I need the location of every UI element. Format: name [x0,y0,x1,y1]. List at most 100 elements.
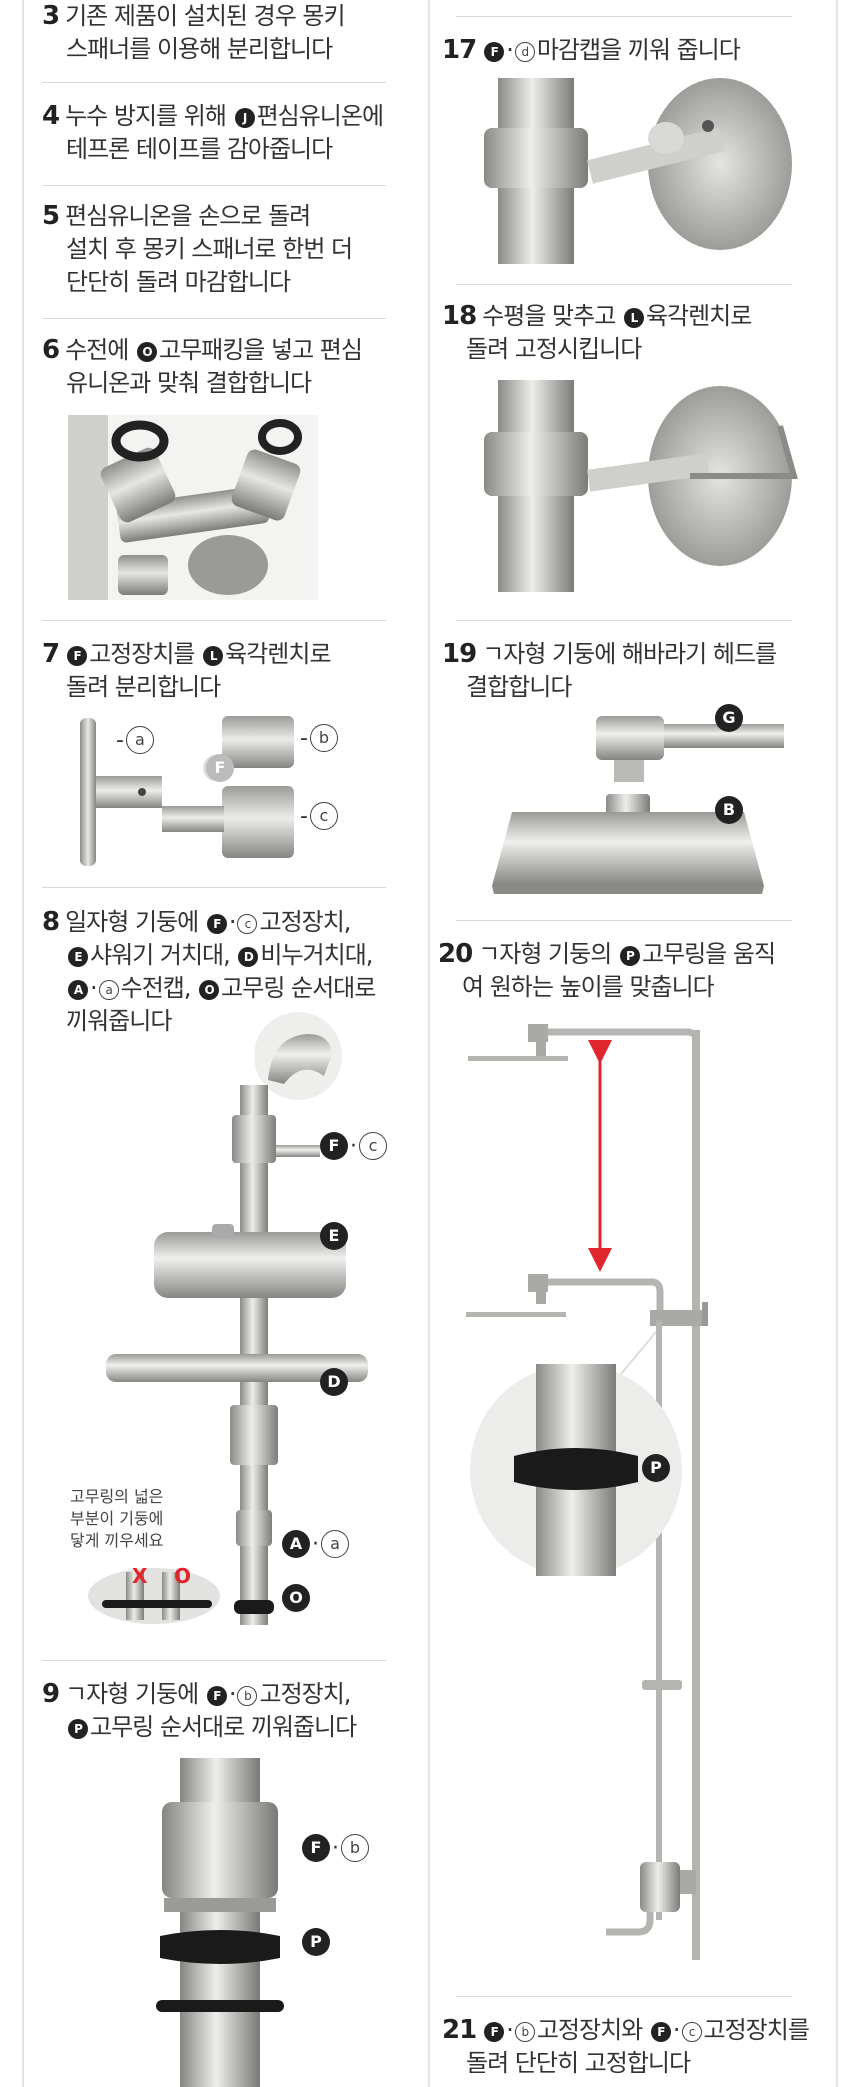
step-text: 비누거치대, [260,941,373,969]
wrong-mark: X [132,1564,148,1588]
badge-f: F [206,754,234,782]
step-number: 3 [42,1,60,31]
badge-f: F [650,2022,671,2042]
dot: · [312,1532,319,1557]
badge-o: O [199,980,220,1000]
note-text: 고무링의 넓은 [70,1487,164,1506]
step-text: ㄱ자형 기둥에 [65,1680,199,1708]
circled-b: b [514,2022,535,2042]
step-text: 돌려 고정시킵니다 [466,335,642,363]
step-text: 편심유니온에 [256,102,384,130]
divider [456,920,792,921]
label-d: D [318,1368,350,1396]
badge-l: L [203,646,224,666]
step-text: 누수 방지를 위해 [65,102,227,130]
step-text: 고무링 순서대로 [221,974,376,1002]
height-adjust-illustration [466,1024,708,1960]
step-text: 고정장치, [259,908,351,936]
circled-c: c [309,802,338,830]
step-text: 돌려 단단히 고정합니다 [466,2049,691,2077]
step-text: 고정장치를 [89,640,195,668]
step-text: 고정장치와 [536,2016,643,2044]
step-text: 수평을 맞추고 [482,302,616,330]
straight-pole-assembly-illustration [88,1012,368,1625]
dot: · [506,36,514,64]
badge-o: O [136,342,157,362]
divider [456,620,792,621]
label-f-b: F·b [300,1834,371,1862]
divider [42,185,386,186]
hex-wrench-fix-illustration [484,380,798,592]
badge-f: F [206,1686,227,1706]
label-f-c: F·c [318,1132,389,1160]
badge-p: P [642,1454,670,1482]
badge-a: A [282,1530,310,1558]
label-b: -b [300,724,340,752]
frame-left-border [22,0,24,2087]
badge-p: P [68,1719,88,1739]
divider [42,1660,386,1661]
label-e: E [318,1222,350,1250]
circled-a: a [98,980,119,1000]
step-number: 7 [42,639,60,669]
label-a: -a [116,726,156,754]
dot: · [90,974,98,1002]
step-text: 기존 제품이 설치된 경우 몽키 [65,2,345,30]
circled-c: c [681,2022,702,2042]
step-number: 20 [438,939,473,969]
step-text: 테프론 테이프를 감아줍니다 [66,135,333,163]
label-p: P [300,1928,332,1956]
step-number: 5 [42,201,60,231]
step-text: 여 원하는 높이를 맞춥니다 [462,973,715,1001]
rubber-ring-note: 고무링의 넓은 부분이 기둥에 닿게 끼우세요 [70,1486,163,1552]
frame-center-divider [428,0,430,2087]
dash: - [116,728,124,753]
dot: · [332,1836,339,1861]
divider [42,887,386,888]
label-a-a: A·a [280,1530,351,1558]
badge-l: L [623,308,644,328]
step-text: 수전캡, [120,974,192,1002]
circled-a: a [321,1530,349,1558]
step-text: 끼워줍니다 [66,1007,172,1035]
dot: · [506,2016,514,2044]
label-p: P [640,1454,672,1482]
step-text: 유니온과 맞춰 결합합니다 [66,369,312,397]
circled-b: b [237,1686,258,1706]
divider [42,620,386,621]
badge-a: A [68,980,88,1000]
circled-c: c [359,1132,387,1160]
step-text: 단단히 돌려 마감합니다 [66,268,291,296]
dash: - [300,804,308,829]
step-number: 4 [42,101,60,131]
step-text: 돌려 분리합니다 [66,673,221,701]
step-text: 설치 후 몽키 스패너로 한번 더 [66,235,353,263]
step-number: 8 [42,907,60,937]
note-text: 부분이 기둥에 [70,1509,164,1528]
badge-p: P [302,1928,330,1956]
badge-g: G [715,704,743,732]
divider [456,16,792,17]
badge-e: E [320,1222,348,1250]
badge-f: F [484,2022,505,2042]
label-c: -c [300,802,340,830]
dot: · [228,1680,237,1708]
step-number: 6 [42,335,60,365]
dash: - [300,726,308,751]
faucet-with-rubber-packing-illustration [68,415,318,600]
note-text: 닿게 끼우세요 [70,1531,164,1550]
frame-right-border [836,0,838,2087]
circled-b: b [341,1834,369,1862]
badge-j: J [234,108,255,128]
dot: · [672,2016,681,2044]
badge-f: F [206,914,227,934]
step-number: 9 [42,1679,60,1709]
badge-f: F [484,42,505,62]
